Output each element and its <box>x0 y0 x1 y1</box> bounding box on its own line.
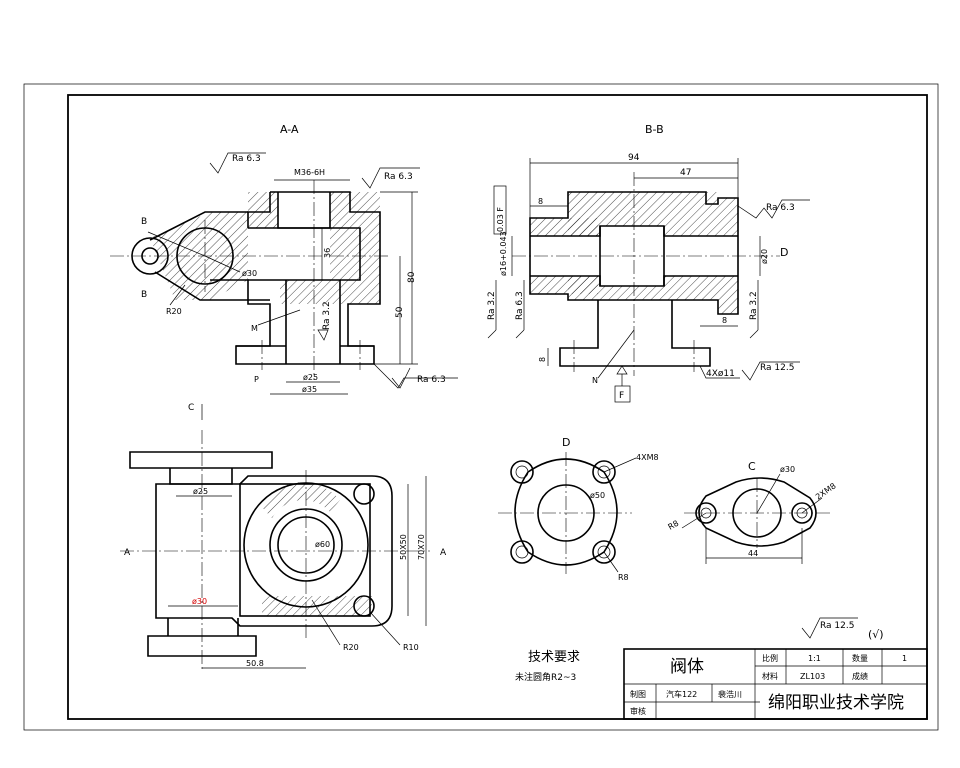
bb-ra-4: Ra 3.2 <box>749 291 759 320</box>
bb-ra-5: Ra 12.5 <box>760 363 794 373</box>
aa-ra-3: Ra 3.2 <box>322 301 332 330</box>
part-name: 阀体 <box>670 657 704 677</box>
tech-note: 未注圆角R2~3 <box>515 671 576 683</box>
material-value: ZL103 <box>800 672 825 681</box>
aa-ra-1: Ra 6.3 <box>232 154 261 164</box>
title-block: 阀体 比例 1:1 数量 1 材料 ZL103 成绩 制图 汽车122 裴浩川 … <box>623 648 928 720</box>
c-dim-30: ø30 <box>780 465 795 474</box>
view-d: D 4XM8 ø50 R8 <box>498 436 659 582</box>
general-roughness: Ra 12.5 (√) <box>801 617 884 641</box>
view-aa: A-A B B Ra 6.3 Ra 6.3 M36-6H <box>110 123 458 395</box>
drawn-name: 裴浩川 <box>718 689 742 699</box>
school-name: 绵阳职业技术学院 <box>768 693 904 713</box>
scale-label: 比例 <box>762 653 778 663</box>
tech-title: 技术要求 <box>528 650 580 665</box>
general-ra: Ra 12.5 <box>820 621 854 631</box>
bb-dim-8a: 8 <box>538 197 543 206</box>
aa-dim-80: 80 <box>407 271 417 283</box>
front-dim-70x70: 70X70 <box>417 534 426 560</box>
c-2xm8: 2XM8 <box>814 481 838 501</box>
sheet-outer-border <box>23 83 939 731</box>
aa-ra-4: Ra 6.3 <box>417 375 446 385</box>
front-dim-60: ø60 <box>315 540 330 549</box>
view-bb-label: B-B <box>645 123 664 136</box>
view-d-label: D <box>562 436 570 449</box>
bb-ra-3: Ra 6.3 <box>515 291 525 320</box>
aa-p: P <box>254 375 259 384</box>
front-c-arrow: C <box>188 403 194 413</box>
view-front: C A A ø25 ø60 50X50 70X70 ø30 R20 R10 50 <box>120 403 447 670</box>
material-label: 材料 <box>762 671 778 681</box>
bb-dim-94: 94 <box>628 153 640 163</box>
scale-value: 1:1 <box>808 654 821 663</box>
front-dim-50-8: 50.8 <box>246 659 264 668</box>
front-dim-30: ø30 <box>192 597 207 606</box>
section-b-top: B <box>141 217 147 227</box>
aa-r20: R20 <box>166 307 182 316</box>
front-dim-50x50: 50X50 <box>399 534 408 560</box>
front-r10: R10 <box>403 643 419 652</box>
bb-dim-47: 47 <box>680 168 691 178</box>
sheet-inner-border <box>67 94 928 720</box>
check-label: 审核 <box>630 706 646 716</box>
front-dim-25: ø25 <box>193 487 208 496</box>
aa-dim-35: ø35 <box>302 385 317 394</box>
bb-dim-16: ø16+0.043 <box>499 231 508 276</box>
aa-thread: M36-6H <box>294 168 325 177</box>
bb-datum-f: F <box>619 391 624 401</box>
bb-ra-1: Ra 6.3 <box>766 203 795 213</box>
front-a-left: A <box>124 548 131 558</box>
aa-dim-30: ø30 <box>242 269 257 278</box>
section-b-bottom: B <box>141 290 147 300</box>
aa-dim-25: ø25 <box>303 373 318 382</box>
bb-tolerance: 0.03 F <box>496 207 505 232</box>
bb-holes: 4Xø11 <box>706 369 735 379</box>
bb-dim-8c: 8 <box>538 357 547 362</box>
d-4xm8: 4XM8 <box>636 453 659 462</box>
d-dim-50: ø50 <box>590 491 605 500</box>
aa-ra-2: Ra 6.3 <box>384 172 413 182</box>
general-ra-mark: (√) <box>868 628 884 641</box>
grade-label: 成绩 <box>852 671 868 681</box>
bb-d-arrow: D <box>780 246 788 259</box>
qty-value: 1 <box>902 654 907 663</box>
drawn-class: 汽车122 <box>666 689 697 699</box>
aa-dim-50: 50 <box>395 306 405 318</box>
technical-requirements: 技术要求 未注圆角R2~3 <box>515 650 580 683</box>
front-a-right: A <box>440 548 447 558</box>
qty-label: 数量 <box>852 653 868 663</box>
drawn-label: 制图 <box>630 689 646 699</box>
aa-m: M <box>251 324 258 333</box>
aa-dim-36: 36 <box>323 248 332 258</box>
c-r8: R8 <box>667 519 681 532</box>
view-c-label: C <box>748 460 756 473</box>
bb-dim-8b: 8 <box>722 316 727 325</box>
bb-n: N <box>592 376 598 385</box>
view-aa-label: A-A <box>280 123 299 136</box>
view-bb: B-B 94 47 0.03 F 8 Ra 6.3 D ø20 ø <box>487 123 810 403</box>
bb-dim-20: ø20 <box>760 249 769 264</box>
front-r20: R20 <box>343 643 359 652</box>
d-r8: R8 <box>618 573 629 582</box>
view-c: C ø30 2XM8 R8 44 <box>667 460 838 564</box>
c-dim-44: 44 <box>748 549 758 558</box>
bb-ra-2: Ra 3.2 <box>487 291 497 320</box>
